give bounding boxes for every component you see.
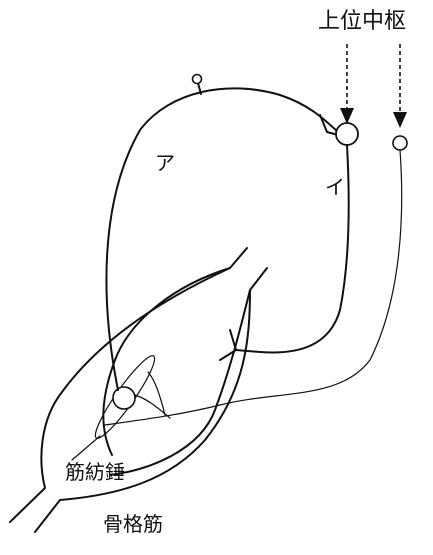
muscle-spindle-label: 筋紡錘 (65, 460, 125, 484)
skeletal-muscle-inner-right (109, 289, 251, 476)
gamma-neuron-body (392, 135, 408, 151)
skeletal-muscle-outline (9, 247, 248, 523)
afferent-fiber-a (105, 87, 339, 391)
spindle-leader-line (71, 435, 101, 461)
upper-center-label: 上位中枢 (318, 9, 406, 34)
spindle-afferent-branch (134, 394, 171, 419)
motor-end-plate (219, 329, 237, 361)
skeletal-muscle-outline-lower (34, 267, 268, 533)
arrowhead-2 (393, 112, 407, 128)
spindle-center (112, 386, 136, 410)
gamma-efferent-fiber (104, 149, 403, 426)
efferent-axon-i (235, 144, 350, 354)
skeletal-muscle-label: 骨格筋 (103, 512, 163, 536)
ganglion-stem (197, 82, 202, 95)
spindle-efferent-branch (147, 371, 166, 416)
ganglion-cell-body (191, 73, 203, 85)
neuron-a-label: ア (155, 151, 175, 175)
arrowhead-1 (340, 108, 354, 124)
skeletal-muscle-inner-left (102, 267, 231, 456)
neuron-i-label: イ (325, 175, 345, 199)
synapse-terminal (319, 114, 339, 136)
motor-neuron-i-body (335, 122, 359, 146)
